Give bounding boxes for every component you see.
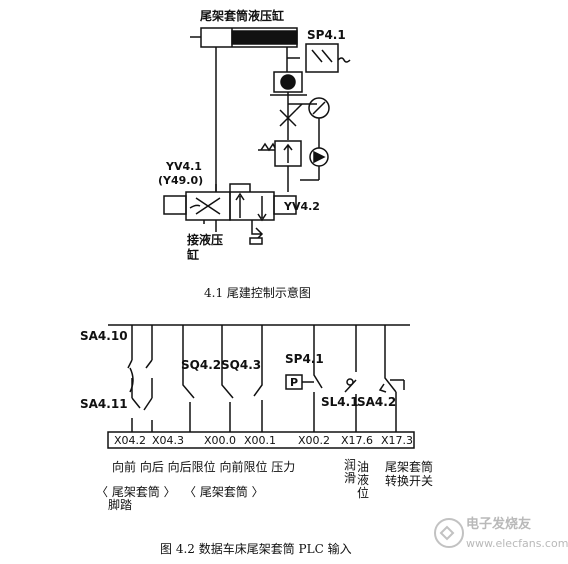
input-x000: X00.0 [204, 434, 237, 447]
switch-label-line1: 尾架套筒 [385, 460, 434, 474]
input-x042: X04.2 [114, 434, 147, 447]
sq2-label: SQ4.3 [221, 358, 262, 372]
lube-level-label: 润滑 [344, 458, 357, 485]
input-x173: X17.3 [381, 434, 414, 447]
group-foot-label: 〈 尾架套筒 〉 [96, 485, 176, 499]
valve-label: YV4.1 [166, 160, 202, 173]
port-label-line1: 接液压 [187, 233, 224, 247]
input-x043: X04.3 [152, 434, 185, 447]
watermark-logo [434, 518, 464, 548]
valve-alt-label: (Y49.0) [158, 174, 204, 187]
cylinder-title: 尾架套筒液压缸 [200, 9, 285, 23]
watermark-url: www.elecfans.com [466, 537, 568, 550]
sl-label: SL4.1 [321, 395, 359, 409]
figure-2-caption: 图 4.2 数据车床尾架套筒 PLC 输入 [160, 542, 352, 556]
input-terminal-strip [107, 431, 415, 449]
watermark-text: 电子发烧友 [466, 517, 532, 532]
sa-top-label: SA4.10 [80, 329, 128, 343]
sa-bottom-label: SA4.11 [80, 397, 128, 411]
pressure-switch-label: SP4.1 [307, 28, 346, 42]
group-quill-label: 〈 尾架套筒 〉 [184, 485, 264, 499]
input-x176: X17.6 [341, 434, 374, 447]
input-descriptions: 向前 向后 向后限位 向前限位 压力 [112, 460, 296, 474]
port-label-line2: 缸 [187, 248, 200, 262]
directional-valve [163, 195, 187, 215]
switch-label-line2: 转换开关 [385, 474, 434, 488]
lube-level-label-2: 油液位 [357, 460, 370, 500]
group-foot-label-2: 脚踏 [108, 498, 133, 512]
p-box-label: P [290, 376, 299, 389]
valve-right-label: YV4.2 [284, 200, 320, 213]
input-x002: X00.2 [298, 434, 331, 447]
pressure-switch-box [305, 43, 339, 73]
sq1-label: SQ4.2 [181, 358, 222, 372]
sp-label: SP4.1 [285, 352, 324, 366]
figure-1-caption: 4.1 尾建控制示意图 [204, 286, 311, 300]
input-x001: X00.1 [244, 434, 277, 447]
sa-right-label: SA4.2 [357, 395, 397, 409]
